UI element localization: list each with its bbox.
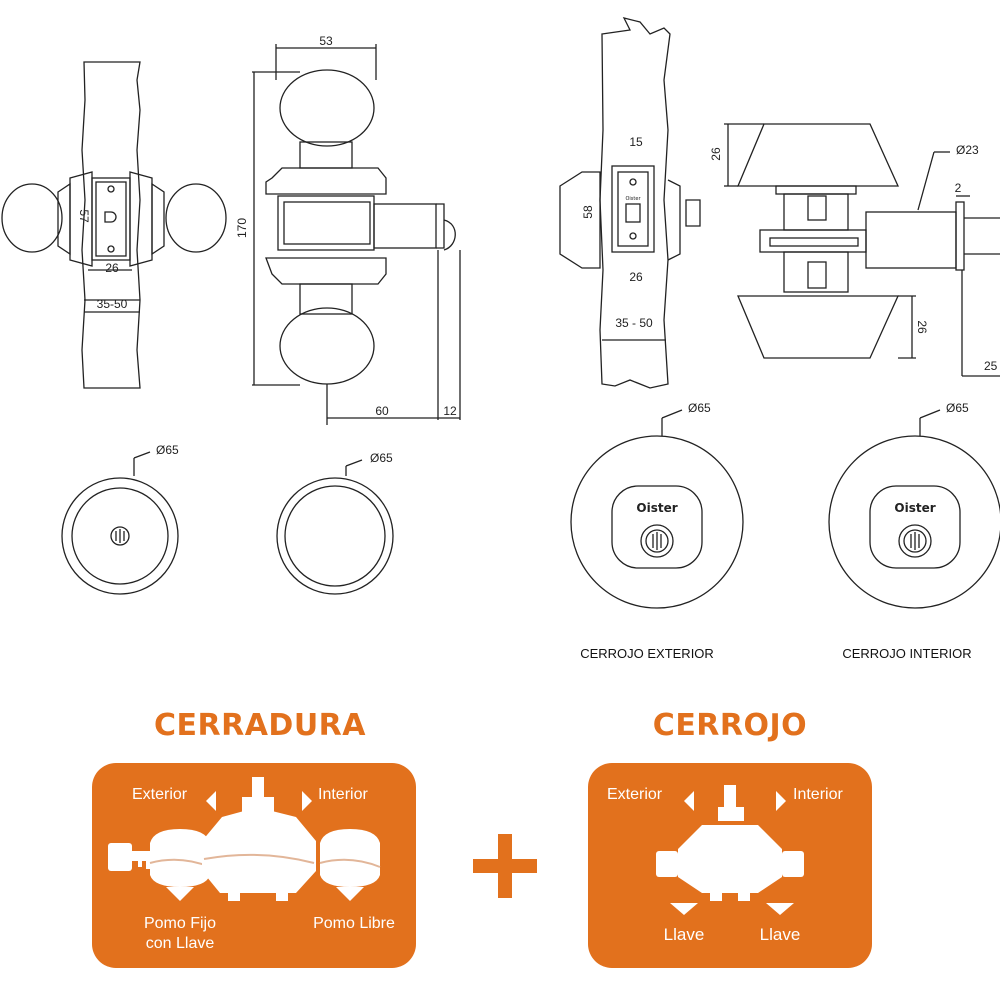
key-icon (758, 851, 804, 877)
dim-deadbolt-door-width: 35 - 50 (615, 316, 653, 330)
door-section-knob (1, 61, 227, 389)
knob-icon-right (319, 829, 381, 887)
rose-circles-deadbolt (570, 409, 1000, 609)
lock-body-icon (202, 777, 316, 901)
arrow-right-icon (302, 791, 312, 811)
caption-exterior: CERROJO EXTERIOR (580, 646, 714, 661)
cerrojo-right-label: Llave (759, 925, 801, 944)
cerrojo-exterior-label: Exterior (607, 786, 663, 803)
dim-rose-interior: Ø65 (946, 401, 969, 415)
plate-brand-mark: Oister (625, 196, 641, 202)
dim-door-width: 35-50 (97, 297, 128, 311)
brand-logo-exterior: Oister (636, 501, 677, 515)
dim-cylinder-top: 26 (709, 147, 723, 161)
cerradura-title: CERRADURA (153, 708, 366, 743)
dim-knob-diameter: 53 (319, 34, 333, 48)
cerrojo-interior-label: Interior (793, 786, 843, 803)
dim-rose-right: Ø65 (370, 451, 393, 465)
cerrojo-panel: Exterior Interior Llave Llave (588, 763, 872, 968)
dim-deadbolt-latch-top: 15 (629, 135, 643, 149)
dim-deadbolt-latch-width: 26 (629, 270, 643, 284)
knob-lock-side-view (252, 44, 461, 425)
dim-backset: 60 (375, 404, 389, 418)
arrow-left-icon (684, 791, 694, 811)
plus-icon (473, 834, 537, 898)
dim-bolt-diameter: Ø23 (956, 143, 979, 157)
lock-body-icon (678, 785, 782, 901)
dim-bolt-plate: 2 (955, 181, 962, 195)
door-section-deadbolt (559, 17, 701, 389)
key-icon (108, 843, 158, 871)
arrow-down-icon (336, 887, 364, 901)
arrow-down-icon (766, 903, 794, 915)
cerradura-right-label: Pomo Libre (313, 915, 395, 932)
dim-plate-offset: 12 (443, 404, 457, 418)
dim-latch-height: 57 (77, 209, 91, 223)
dim-latch-width: 26 (105, 261, 119, 275)
knob-icon-left (149, 829, 211, 887)
cerradura-interior-label: Interior (318, 786, 368, 803)
dim-cylinder-bottom: 26 (915, 320, 929, 334)
arrow-down-icon (670, 903, 698, 915)
arrow-down-icon (166, 887, 194, 901)
dim-rose-exterior: Ø65 (688, 401, 711, 415)
caption-interior: CERROJO INTERIOR (842, 646, 971, 661)
cerrojo-title: CERROJO (652, 708, 808, 743)
dim-deadbolt-latch-height: 58 (581, 205, 595, 219)
cerrojo-left-label: Llave (663, 925, 705, 944)
arrow-left-icon (206, 791, 216, 811)
deadbolt-side-view (724, 123, 1000, 377)
dim-total-height: 170 (235, 218, 249, 238)
cerradura-panel: Exterior Interior Pomo Fijo con Llave Po… (92, 763, 416, 968)
cerradura-left-label: Pomo Fijo con Llave (143, 915, 217, 952)
dim-bolt-throw: 25 (984, 359, 998, 373)
cerradura-exterior-label: Exterior (132, 786, 188, 803)
rose-circles-knob (61, 451, 394, 595)
brand-logo-interior: Oister (894, 501, 935, 515)
arrow-right-icon (776, 791, 786, 811)
dim-rose-left: Ø65 (156, 443, 179, 457)
